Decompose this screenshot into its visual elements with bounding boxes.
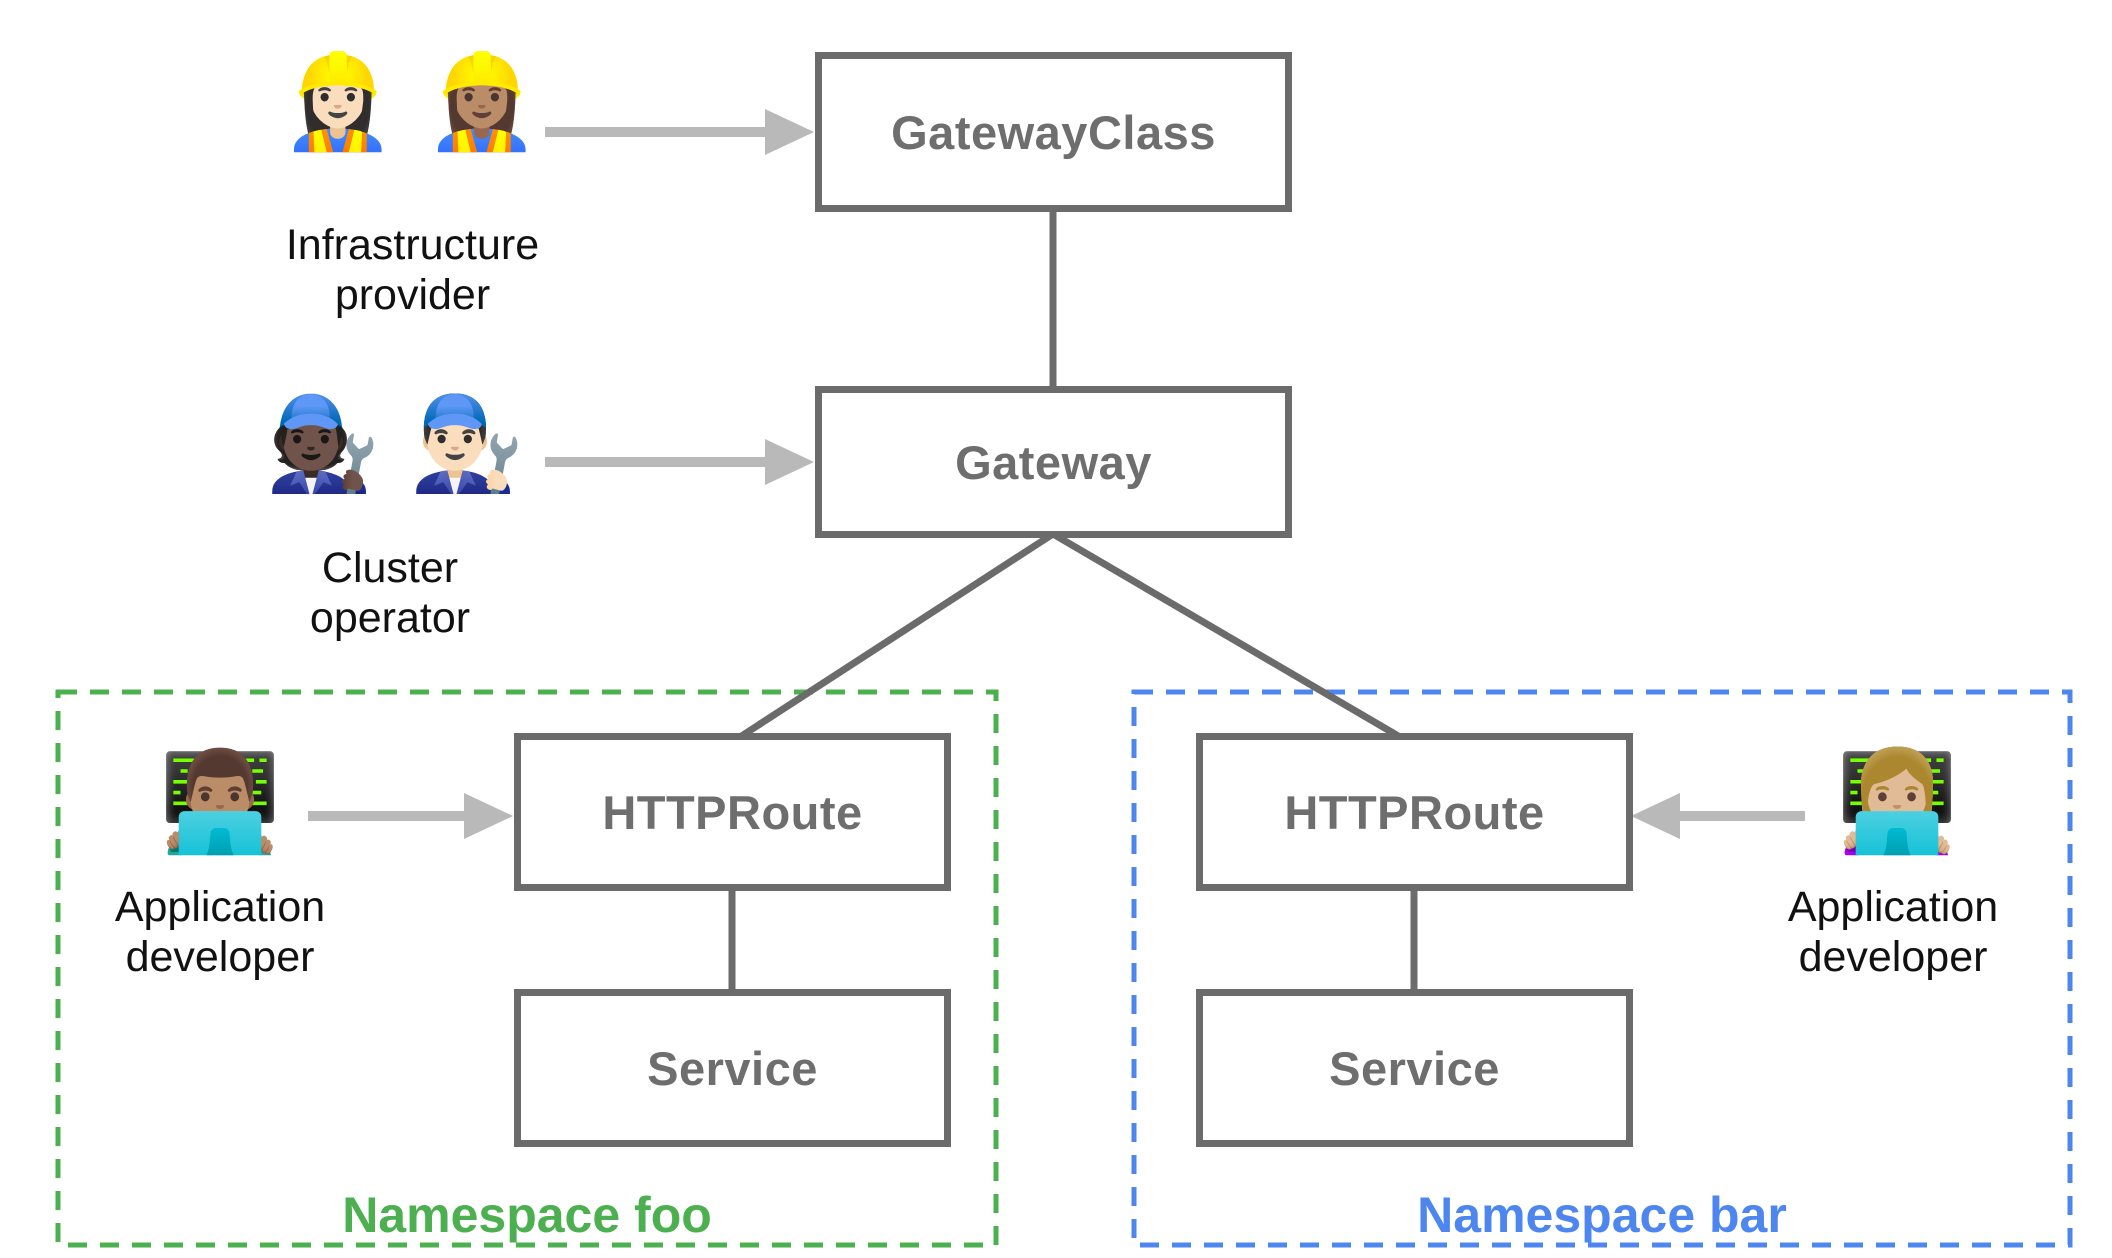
node-httproute-foo-label: HTTPRoute — [602, 785, 863, 839]
arrow-app-developer-to-httproute-bar — [1631, 793, 1805, 839]
namespace-foo-boundary — [55, 689, 999, 1248]
cluster-operator-figures: 🧑🏿‍🔧 👨🏻‍🔧 — [225, 392, 565, 495]
node-gatewayclass-label: GatewayClass — [891, 105, 1216, 159]
namespace-bar-label: Namespace bar — [1417, 1187, 1787, 1243]
node-gatewayclass: GatewayClass — [815, 52, 1292, 212]
man-mechanic-light-icon: 👨🏻‍🔧 — [409, 390, 525, 497]
mechanic-dark-icon: 🧑🏿‍🔧 — [265, 390, 381, 497]
app-developer-bar-label-line2: developer — [1798, 933, 1988, 981]
edge-gateway-httproute-bar — [1051, 530, 1402, 741]
app-developer-foo-label: Application developer — [55, 882, 385, 982]
app-developer-foo-label-line2: developer — [125, 933, 315, 981]
app-developer-foo-figure: 👨🏽‍💻 — [120, 745, 320, 859]
app-developer-foo-label-line1: Application — [114, 883, 326, 931]
man-technologist-icon: 👨🏽‍💻 — [158, 745, 282, 859]
arrow-app-developer-to-httproute-foo — [308, 793, 513, 839]
arrow-cluster-operator-to-gateway — [545, 439, 814, 485]
cluster-operator-label-line1: Cluster — [321, 544, 459, 592]
namespace-foo-label: Namespace foo — [342, 1187, 712, 1243]
node-service-foo: Service — [514, 989, 951, 1147]
node-httproute-foo: HTTPRoute — [514, 733, 951, 891]
app-developer-bar-label: Application developer — [1728, 882, 2058, 982]
app-developer-bar-figure: 👩🏼‍💻 — [1797, 745, 1997, 859]
node-service-bar: Service — [1196, 989, 1633, 1147]
node-httproute-bar-label: HTTPRoute — [1284, 785, 1545, 839]
namespace-bar-boundary — [1131, 689, 2073, 1248]
cluster-operator-label-line2: operator — [309, 594, 471, 642]
node-service-foo-label: Service — [647, 1041, 818, 1095]
woman-technologist-icon: 👩🏼‍💻 — [1835, 745, 1959, 859]
infrastructure-provider-label-line1: Infrastructure — [285, 221, 540, 269]
node-httproute-bar: HTTPRoute — [1196, 733, 1633, 891]
woman-construction-worker-light-icon: 👷🏻‍♀️ — [280, 48, 396, 155]
edge-gateway-httproute-foo — [738, 531, 1055, 740]
arrow-infrastructure-provider-to-gatewayclass — [545, 109, 814, 155]
infrastructure-provider-figures: 👷🏻‍♀️ 👷🏽‍♀️ — [240, 50, 580, 153]
infrastructure-provider-label: Infrastructure provider — [230, 220, 595, 320]
cluster-operator-label: Cluster operator — [210, 543, 570, 643]
node-gateway: Gateway — [815, 386, 1292, 538]
app-developer-bar-label-line1: Application — [1787, 883, 1999, 931]
infrastructure-provider-label-line2: provider — [334, 271, 491, 319]
node-gateway-label: Gateway — [955, 435, 1152, 489]
woman-construction-worker-medium-icon: 👷🏽‍♀️ — [424, 48, 540, 155]
node-service-bar-label: Service — [1329, 1041, 1500, 1095]
